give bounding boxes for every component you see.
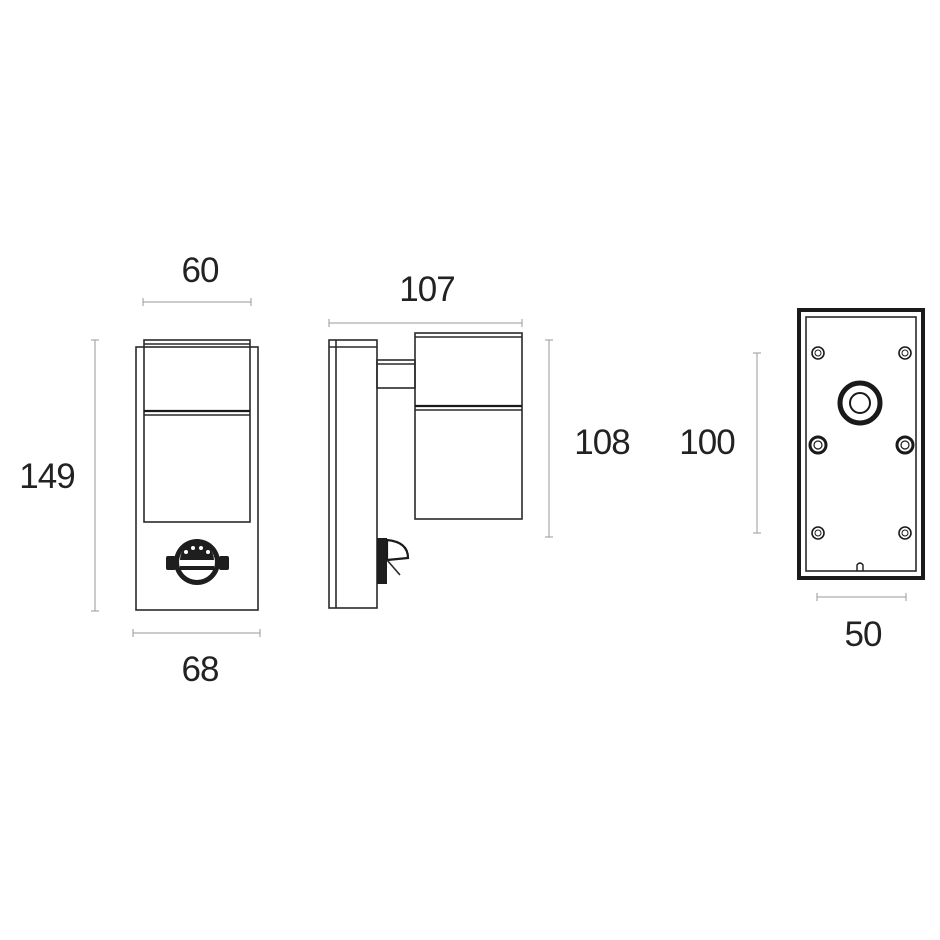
mount-hole-icon — [811, 526, 825, 540]
side-head — [414, 332, 523, 520]
front-top-width-label: 60 — [182, 251, 219, 290]
mount-hole-icon — [895, 435, 915, 455]
front-head — [143, 339, 251, 523]
pir-sensor-icon — [166, 539, 229, 585]
back-height-label: 100 — [679, 423, 735, 462]
front-bottom-width-label: 68 — [182, 650, 219, 689]
pir-sensor-side-icon — [377, 538, 410, 584]
mount-hole-icon — [898, 526, 912, 540]
drain-notch-icon — [856, 562, 864, 571]
back-view: 100 50 — [679, 308, 925, 654]
side-head-height-label: 108 — [574, 423, 629, 462]
back-plate-inner — [805, 316, 917, 572]
cable-entry-icon — [837, 380, 883, 426]
side-back-plate — [328, 339, 378, 609]
mount-hole-icon — [808, 435, 828, 455]
back-plate-outer — [797, 308, 925, 580]
mount-hole-icon — [811, 346, 825, 360]
front-body — [135, 346, 259, 611]
front-height-label: 149 — [19, 457, 74, 496]
mount-hole-icon — [898, 346, 912, 360]
side-view: 107 108 — [328, 270, 631, 609]
side-width-label: 107 — [399, 270, 454, 309]
front-view: 60 149 68 — [19, 251, 261, 689]
back-width-label: 50 — [845, 615, 882, 654]
